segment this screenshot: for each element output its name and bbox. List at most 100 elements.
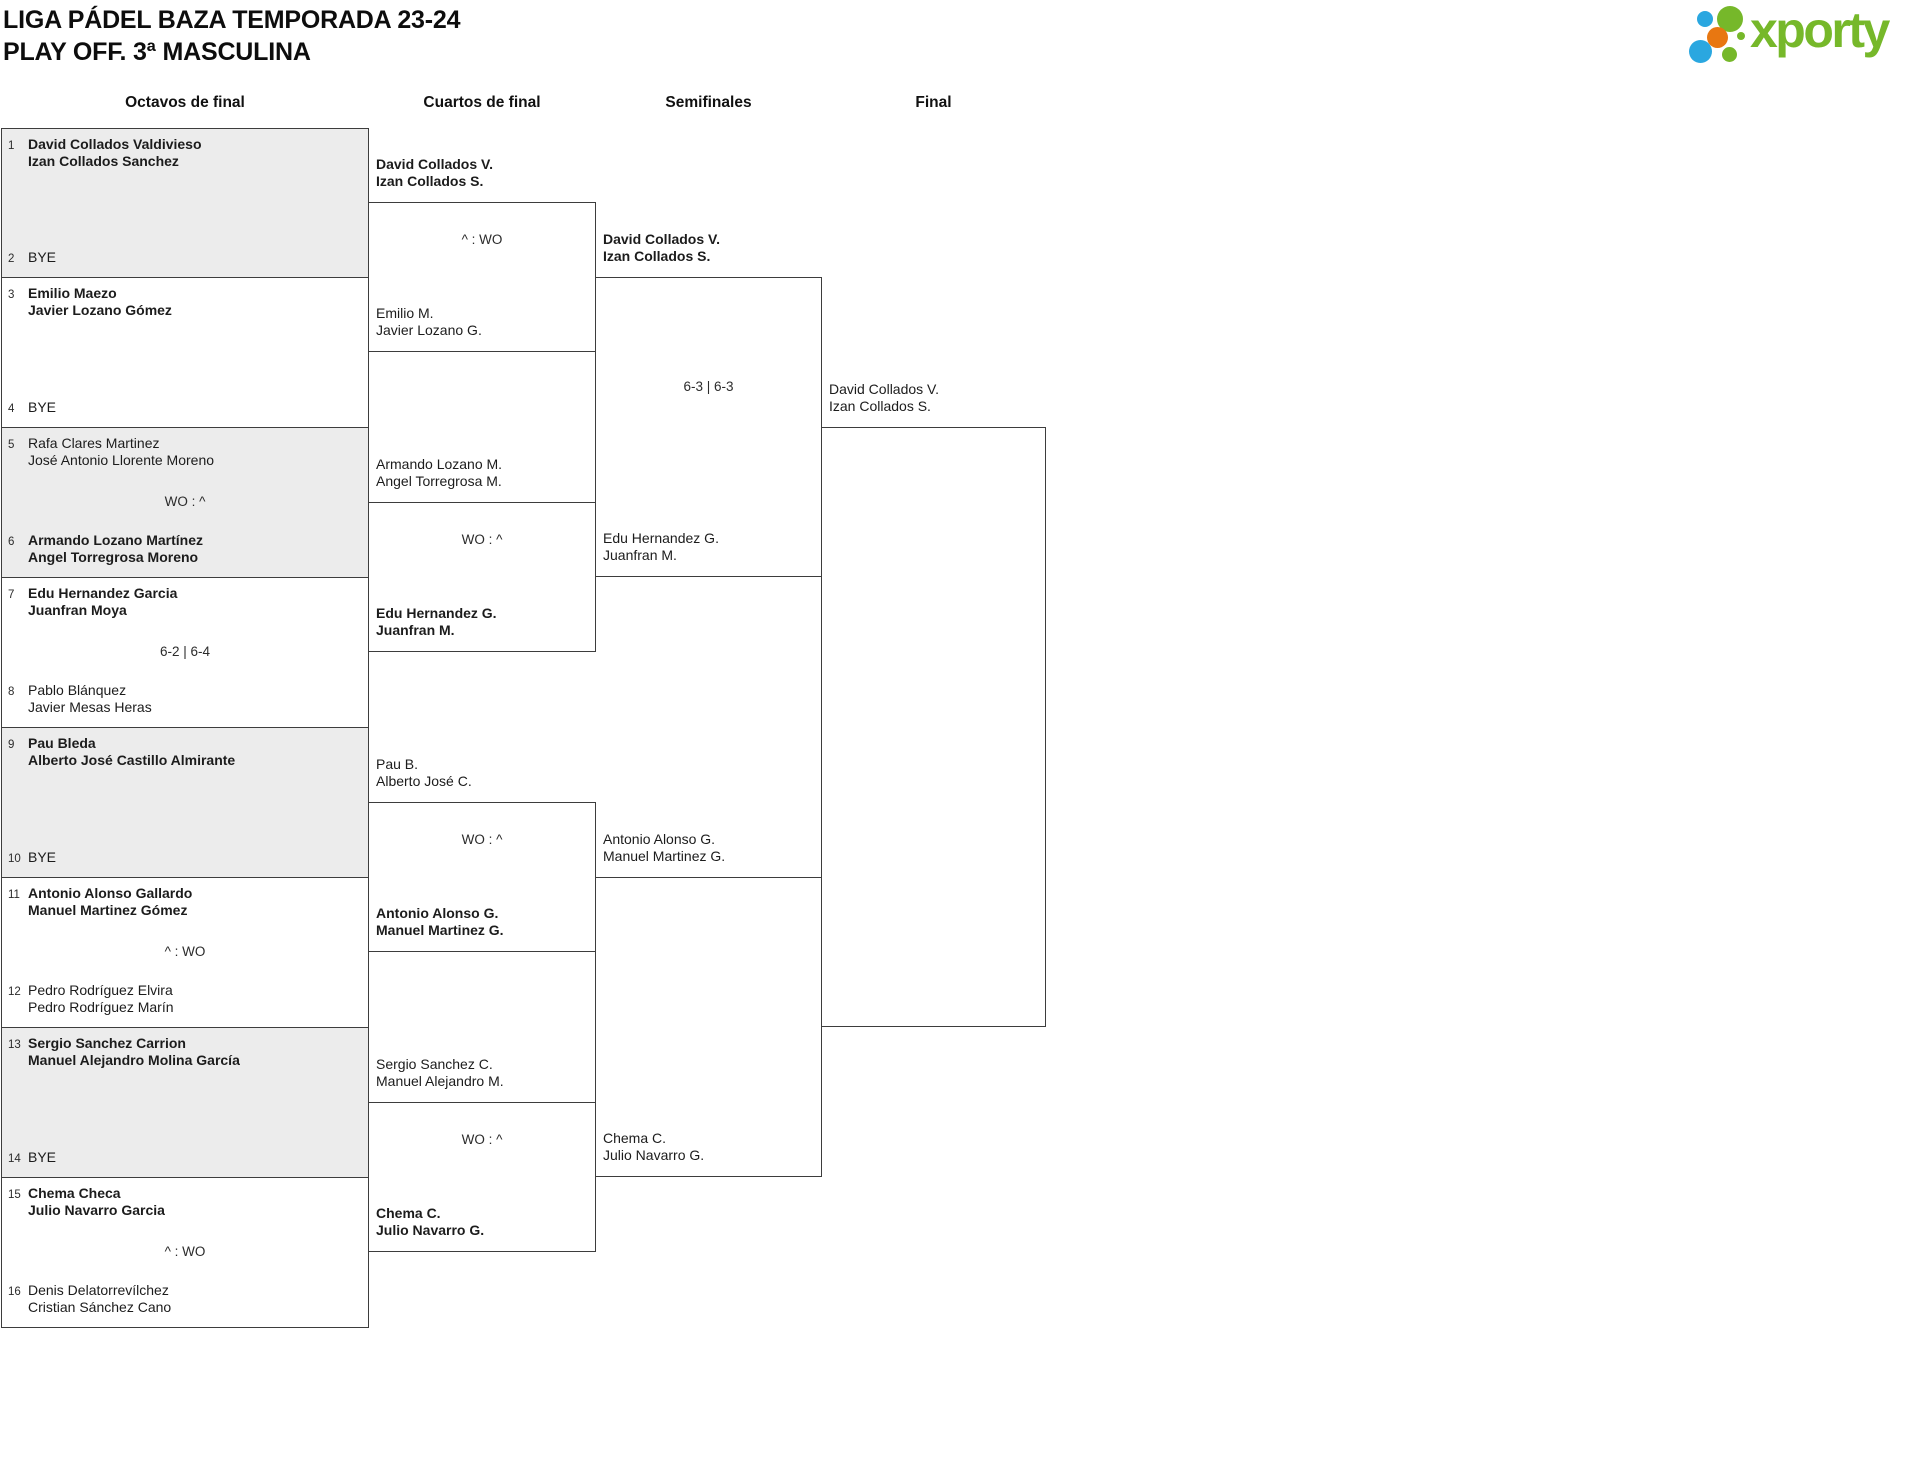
team-slot: 10 BYE <box>2 849 368 866</box>
qf-match-2: Armando Lozano M. Angel Torregrosa M. WO… <box>368 456 596 652</box>
final-match: David Collados V. Izan Collados S. <box>821 381 1046 1027</box>
team-name: Cristian Sánchez Cano <box>28 1299 172 1315</box>
team-name: Izan Collados S. <box>603 248 711 264</box>
team-names: Edu Hernandez Garcia Juanfran Moya <box>28 585 177 619</box>
r16-match-2: 3 Emilio Maezo Javier Lozano Gómez 4 BYE <box>1 278 369 428</box>
team-name: Manuel Martinez Gómez <box>28 902 188 918</box>
team-names: Chema C. Julio Navarro G. <box>603 1130 704 1164</box>
team-name: Pau B. <box>376 756 419 772</box>
team-name: David Collados V. <box>376 156 493 172</box>
tournament-title: LIGA PÁDEL BAZA TEMPORADA 23-24 <box>3 6 461 34</box>
qf-match-1: David Collados V. Izan Collados S. ^ : W… <box>368 156 596 352</box>
team-name: Antonio Alonso G. <box>603 831 716 847</box>
team-slot: 7 Edu Hernandez Garcia Juanfran Moya <box>2 585 368 619</box>
seed-number: 4 <box>8 403 15 415</box>
seed-number: 7 <box>8 589 15 601</box>
team-name: BYE <box>28 1149 57 1165</box>
team-name: Antonio Alonso G. <box>376 905 499 921</box>
match-score: ^ : WO <box>164 944 206 959</box>
team-names: David Collados V. Izan Collados S. <box>829 381 939 415</box>
team-name: Pedro Rodríguez Marín <box>28 999 174 1015</box>
seed-number: 3 <box>8 289 15 301</box>
team-names: Edu Hernandez G. Juanfran M. <box>603 530 719 564</box>
match-score: ^ : WO <box>164 1244 206 1259</box>
r16-match-5: 9 Pau Bleda Alberto José Castillo Almira… <box>1 728 369 878</box>
seed-number: 15 <box>8 1189 21 1201</box>
team-name: Manuel Alejandro Molina García <box>28 1052 240 1068</box>
team-names: Emilio Maezo Javier Lozano Gómez <box>28 285 172 319</box>
team-names: Sergio Sanchez Carrion Manuel Alejandro … <box>28 1035 240 1069</box>
team-name: Izan Collados S. <box>829 398 931 414</box>
r16-match-4: 7 Edu Hernandez Garcia Juanfran Moya 6-2… <box>1 578 369 728</box>
team-name: Emilio Maezo <box>28 285 117 301</box>
round-header-cuartos: Cuartos de final <box>423 94 541 111</box>
r16-match-6: 11 Antonio Alonso Gallardo Manuel Martin… <box>1 878 369 1028</box>
team-slot: 1 David Collados Valdivieso Izan Collado… <box>2 136 368 170</box>
team-name: Rafa Clares Martinez <box>28 435 160 451</box>
team-name: Chema Checa <box>28 1185 121 1201</box>
logo-dot-green-small <box>1722 47 1737 62</box>
team-name: Juanfran M. <box>603 547 677 563</box>
team-names: Denis Delatorrevílchez Cristian Sánchez … <box>28 1282 171 1316</box>
team-name: Edu Hernandez G. <box>603 530 719 546</box>
team-name: Alberto José C. <box>376 773 472 789</box>
seed-number: 12 <box>8 986 21 998</box>
team-slot: 9 Pau Bleda Alberto José Castillo Almira… <box>2 735 368 769</box>
match-score: 6-3 | 6-3 <box>683 379 734 394</box>
team-name: Julio Navarro G. <box>376 1222 485 1238</box>
team-slot: 8 Pablo Blánquez Javier Mesas Heras <box>2 682 368 716</box>
xporty-logo[interactable]: xporty <box>1688 2 1910 68</box>
r16-match-3: 5 Rafa Clares Martinez José Antonio Llor… <box>1 428 369 578</box>
team-names: Pau Bleda Alberto José Castillo Almirant… <box>28 735 235 769</box>
team-names: BYE <box>28 399 56 416</box>
team-name: David Collados Valdivieso <box>28 136 202 152</box>
team-name: Juanfran Moya <box>28 602 127 618</box>
team-names: David Collados V. Izan Collados S. <box>376 156 493 190</box>
qf-match-4: Sergio Sanchez C. Manuel Alejandro M. WO… <box>368 1056 596 1252</box>
r16-match-8: 15 Chema Checa Julio Navarro Garcia ^ : … <box>1 1178 369 1328</box>
team-names: Armando Lozano M. Angel Torregrosa M. <box>376 456 502 490</box>
r16-match-1: 1 David Collados Valdivieso Izan Collado… <box>1 128 369 278</box>
team-name: Armando Lozano M. <box>376 456 503 472</box>
team-slot: 15 Chema Checa Julio Navarro Garcia <box>2 1185 368 1219</box>
match-score: WO : ^ <box>461 532 503 547</box>
team-slot: 13 Sergio Sanchez Carrion Manuel Alejand… <box>2 1035 368 1069</box>
team-name: Sergio Sanchez Carrion <box>28 1035 186 1051</box>
team-name: Julio Navarro G. <box>603 1147 705 1163</box>
team-names: Edu Hernandez G. Juanfran M. <box>376 605 497 639</box>
team-name: Manuel Martinez G. <box>376 922 504 938</box>
team-name: Juanfran M. <box>376 622 455 638</box>
team-name: Manuel Alejandro M. <box>376 1073 504 1089</box>
seed-number: 5 <box>8 439 15 451</box>
team-slot: 14 BYE <box>2 1149 368 1166</box>
team-slot: 16 Denis Delatorrevílchez Cristian Sánch… <box>2 1282 368 1316</box>
logo-dot-orange <box>1707 27 1728 48</box>
logo-dot-green-tiny <box>1737 32 1745 40</box>
team-name: Manuel Martinez G. <box>603 848 726 864</box>
team-name: Izan Collados Sanchez <box>28 153 179 169</box>
sf-match-1: David Collados V. Izan Collados S. 6-3 |… <box>595 231 822 577</box>
team-names: Rafa Clares Martinez José Antonio Lloren… <box>28 435 214 469</box>
team-slot: 5 Rafa Clares Martinez José Antonio Llor… <box>2 435 368 469</box>
team-slot: 6 Armando Lozano Martínez Angel Torregro… <box>2 532 368 566</box>
team-names: Emilio M. Javier Lozano G. <box>376 305 482 339</box>
team-name: Izan Collados S. <box>376 173 484 189</box>
team-name: Emilio M. <box>376 305 434 321</box>
seed-number: 1 <box>8 140 15 152</box>
match-score: 6-2 | 6-4 <box>159 644 211 659</box>
match-score: WO : ^ <box>461 1132 503 1147</box>
team-name: Julio Navarro Garcia <box>28 1202 165 1218</box>
qf-match-3: Pau B. Alberto José C. WO : ^ Antonio Al… <box>368 756 596 952</box>
team-name: Chema C. <box>376 1205 441 1221</box>
team-name: Sergio Sanchez C. <box>376 1056 493 1072</box>
team-names: BYE <box>28 849 56 866</box>
team-name: BYE <box>28 399 57 415</box>
team-name: Javier Mesas Heras <box>28 699 152 715</box>
team-names: Chema Checa Julio Navarro Garcia <box>28 1185 165 1219</box>
team-names: Sergio Sanchez C. Manuel Alejandro M. <box>376 1056 504 1090</box>
seed-number: 10 <box>8 853 21 865</box>
team-name: David Collados V. <box>829 381 939 397</box>
r16-match-7: 13 Sergio Sanchez Carrion Manuel Alejand… <box>1 1028 369 1178</box>
team-name: Javier Lozano G. <box>376 322 482 338</box>
